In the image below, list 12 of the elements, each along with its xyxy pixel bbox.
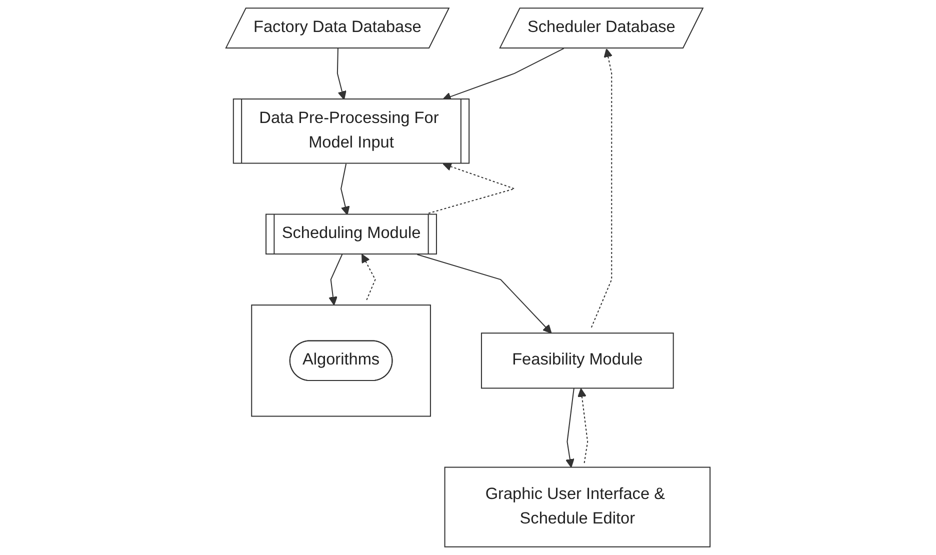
node-box: Feasibility Module xyxy=(480,332,674,389)
arrow xyxy=(328,254,343,306)
node-box: Graphic User Interface & Schedule Editor xyxy=(444,466,711,548)
arrow xyxy=(590,48,613,330)
arrow xyxy=(566,388,574,468)
arrow xyxy=(340,164,350,216)
arrow xyxy=(336,48,346,100)
arrow xyxy=(362,254,376,302)
arrow xyxy=(417,254,552,334)
arrow xyxy=(578,388,588,464)
cluster xyxy=(251,304,431,417)
arrow xyxy=(427,162,516,214)
